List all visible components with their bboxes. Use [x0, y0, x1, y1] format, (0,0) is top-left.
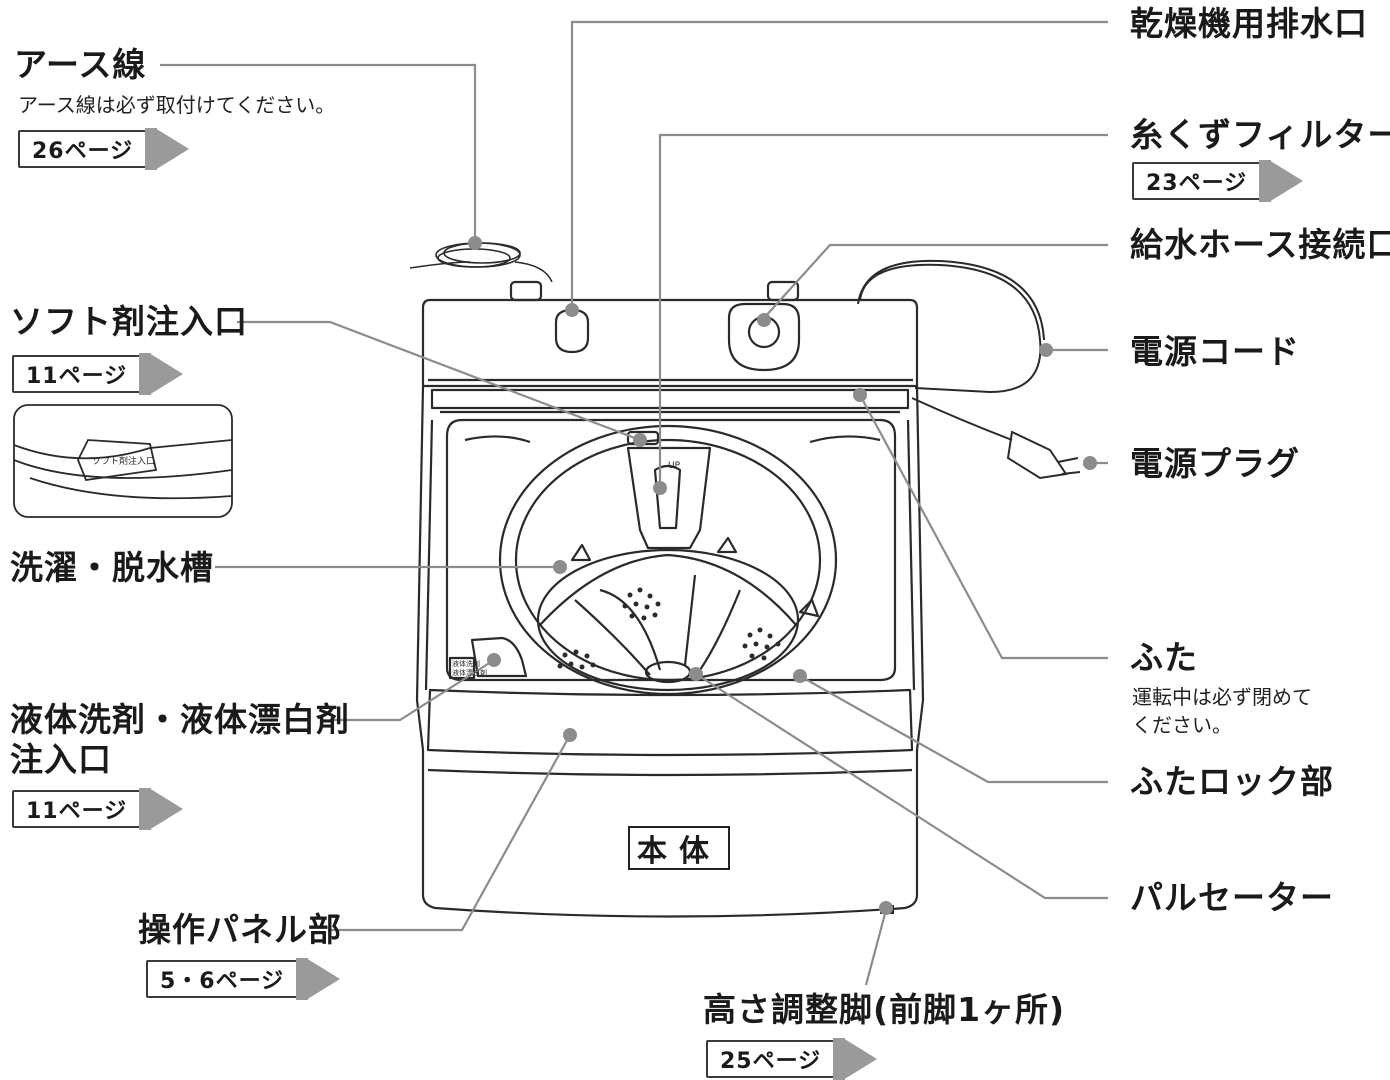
inset-label: ソフト剤注入口: [92, 455, 155, 467]
tub-opening: [445, 418, 897, 682]
label-earth-wire: アース線: [14, 45, 147, 84]
label-power-cord: 電源コード: [1130, 332, 1300, 371]
leader-lines: [160, 20, 1108, 986]
arrow-icon: [149, 353, 184, 395]
power-cord-drawing: [857, 259, 1081, 480]
main-body-label: 本体: [628, 826, 730, 870]
label-pulsator: パルセーター: [1130, 878, 1334, 917]
label-detergent-inlet-1: 液体洗剤・液体漂白剤: [10, 700, 350, 739]
leader-detergent: [330, 659, 495, 722]
leader-dryer-drain: [570, 20, 1108, 310]
arrow-icon: [306, 958, 341, 1000]
ref-softener[interactable]: 11ページ: [12, 353, 184, 395]
leader-hose: [763, 243, 1108, 319]
leader-lint-filter: [658, 133, 1108, 488]
hinge-left: [509, 280, 543, 302]
ref-height-foot[interactable]: 25ページ: [706, 1038, 878, 1080]
detergent-tag-line1: 液体洗剤: [452, 659, 480, 668]
leader-dots: [468, 236, 1097, 915]
ref-height-foot-text: 25ページ: [706, 1040, 836, 1078]
ref-lint-filter-text: 23ページ: [1132, 162, 1262, 200]
earth-wire-coil: [409, 242, 553, 283]
label-hose-inlet: 給水ホース接続口: [1130, 225, 1390, 264]
hinge-right: [766, 280, 800, 302]
label-lint-filter: 糸くずフィルター: [1130, 115, 1390, 154]
ref-detergent[interactable]: 11ページ: [12, 788, 184, 830]
cabinet: [415, 385, 925, 918]
lid-frame: [430, 388, 910, 410]
label-control-panel: 操作パネル部: [138, 910, 342, 949]
label-tub: 洗濯・脱水槽: [10, 548, 214, 587]
leader-lid: [859, 394, 1108, 660]
label-lid: ふた: [1130, 638, 1198, 677]
ref-lint-filter[interactable]: 23ページ: [1132, 160, 1304, 202]
label-power-plug: 電源プラグ: [1130, 444, 1300, 483]
ref-detergent-text: 11ページ: [12, 790, 142, 828]
leader-lock: [799, 675, 1108, 784]
detergent-tag-line2: 液体漂白剤: [452, 668, 487, 677]
dryer-drain-port: [554, 308, 590, 354]
lint-filter: [626, 446, 712, 550]
leader-panel: [328, 734, 571, 932]
pulsator-holes: [557, 587, 781, 670]
liquid-detergent-inlet: [470, 636, 528, 678]
leader-pulsator: [695, 673, 1108, 900]
arrow-icon: [155, 128, 190, 170]
note-lid-2: ください。: [1132, 713, 1232, 737]
arrow-icon: [149, 788, 184, 830]
label-detergent-inlet-2: 注入口: [10, 740, 112, 779]
arrow-icon: [1269, 160, 1304, 202]
leader-earth: [160, 63, 477, 243]
label-height-foot: 高さ調整脚(前脚1ヶ所): [703, 990, 1066, 1029]
ref-earth-wire[interactable]: 26ページ: [18, 128, 190, 170]
leader-foot: [864, 909, 888, 986]
note-lid-1: 運転中は必ず閉めて: [1132, 685, 1312, 709]
arrow-icon: [843, 1038, 878, 1080]
softener-inset: [13, 404, 233, 518]
ref-control-panel[interactable]: 5・6ページ: [146, 958, 341, 1000]
top-panel: [421, 298, 919, 388]
leader-softener: [237, 320, 641, 442]
hose-connector: [727, 302, 801, 372]
pulsator-disc: [536, 548, 800, 692]
label-lid-lock: ふたロック部: [1130, 762, 1334, 801]
label-dryer-drain: 乾燥機用排水口: [1130, 4, 1368, 43]
control-panel: [426, 688, 914, 757]
ref-softener-text: 11ページ: [12, 355, 142, 393]
filter-up-tag: UP: [668, 461, 681, 471]
label-softener-inlet: ソフト剤注入口: [10, 302, 248, 341]
ref-earth-wire-text: 26ページ: [18, 130, 148, 168]
note-earth-wire: アース線は必ず取付けてください。: [18, 93, 336, 117]
ref-control-panel-text: 5・6ページ: [146, 960, 299, 998]
